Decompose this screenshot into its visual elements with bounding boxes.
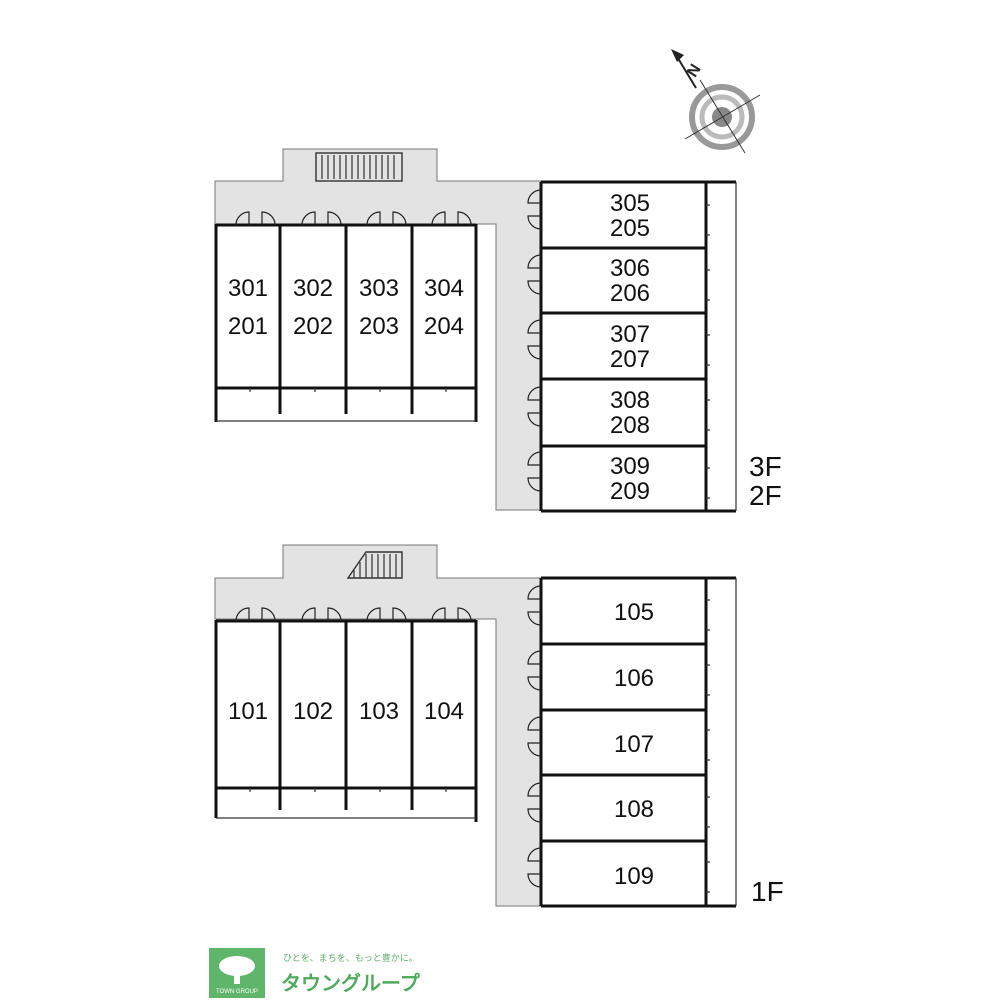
unit-label: 309 <box>610 453 650 480</box>
unit-label: 207 <box>610 346 650 373</box>
unit-label: 209 <box>610 478 650 505</box>
unit-label: 307 <box>610 321 650 348</box>
first-floor-plan <box>214 544 737 908</box>
unit-label: 201 <box>228 313 268 340</box>
unit-label: 208 <box>610 412 650 439</box>
staircase-1f <box>346 551 403 579</box>
first-floor-unit-labels: 101 102 103 104 105 106 107 108 109 <box>228 599 654 890</box>
upper-east-unit-labels: 305 205 306 206 307 207 308 208 309 209 <box>610 190 650 505</box>
floor-label-1f: 1F <box>751 876 784 907</box>
unit-label: 107 <box>614 731 654 758</box>
staircase-upper <box>315 152 403 182</box>
unit-label: 301 <box>228 275 268 302</box>
unit-label: 104 <box>424 698 464 725</box>
unit-label: 108 <box>614 796 654 823</box>
floor-label-2f: 2F <box>749 480 782 511</box>
unit-label: 105 <box>614 599 654 626</box>
unit-label: 206 <box>610 280 650 307</box>
upper-floors-plan <box>214 148 737 513</box>
logo-slogan: ひとを、まちを、もっと豊かに。 <box>283 952 418 964</box>
unit-label: 303 <box>359 275 399 302</box>
unit-label: 102 <box>293 698 333 725</box>
logo-emblem-text: TOWN GROUP <box>216 989 258 995</box>
unit-label: 308 <box>610 387 650 414</box>
unit-label: 202 <box>293 313 333 340</box>
compass-rose: N <box>671 49 761 154</box>
unit-label: 103 <box>359 698 399 725</box>
compass-north-letter: N <box>684 61 705 80</box>
floor-label-3f: 3F <box>749 451 782 482</box>
unit-label: 204 <box>424 313 464 340</box>
unit-label: 203 <box>359 313 399 340</box>
upper-west-unit-labels: 301 201 302 202 303 203 304 204 <box>228 275 464 340</box>
unit-label: 304 <box>424 275 464 302</box>
unit-label: 106 <box>614 665 654 692</box>
unit-label: 205 <box>610 215 650 242</box>
logo-name: タウングループ <box>281 971 421 995</box>
unit-label: 302 <box>293 275 333 302</box>
unit-label: 101 <box>228 698 268 725</box>
unit-label: 305 <box>610 190 650 217</box>
unit-label: 109 <box>614 863 654 890</box>
corridor-1f <box>214 544 542 907</box>
tree-icon <box>219 956 255 984</box>
north-arrow-icon <box>671 49 684 62</box>
town-group-logo: TOWN GROUP ひとを、まちを、もっと豊かに。 タウングループ <box>209 948 421 998</box>
unit-label: 306 <box>610 255 650 282</box>
